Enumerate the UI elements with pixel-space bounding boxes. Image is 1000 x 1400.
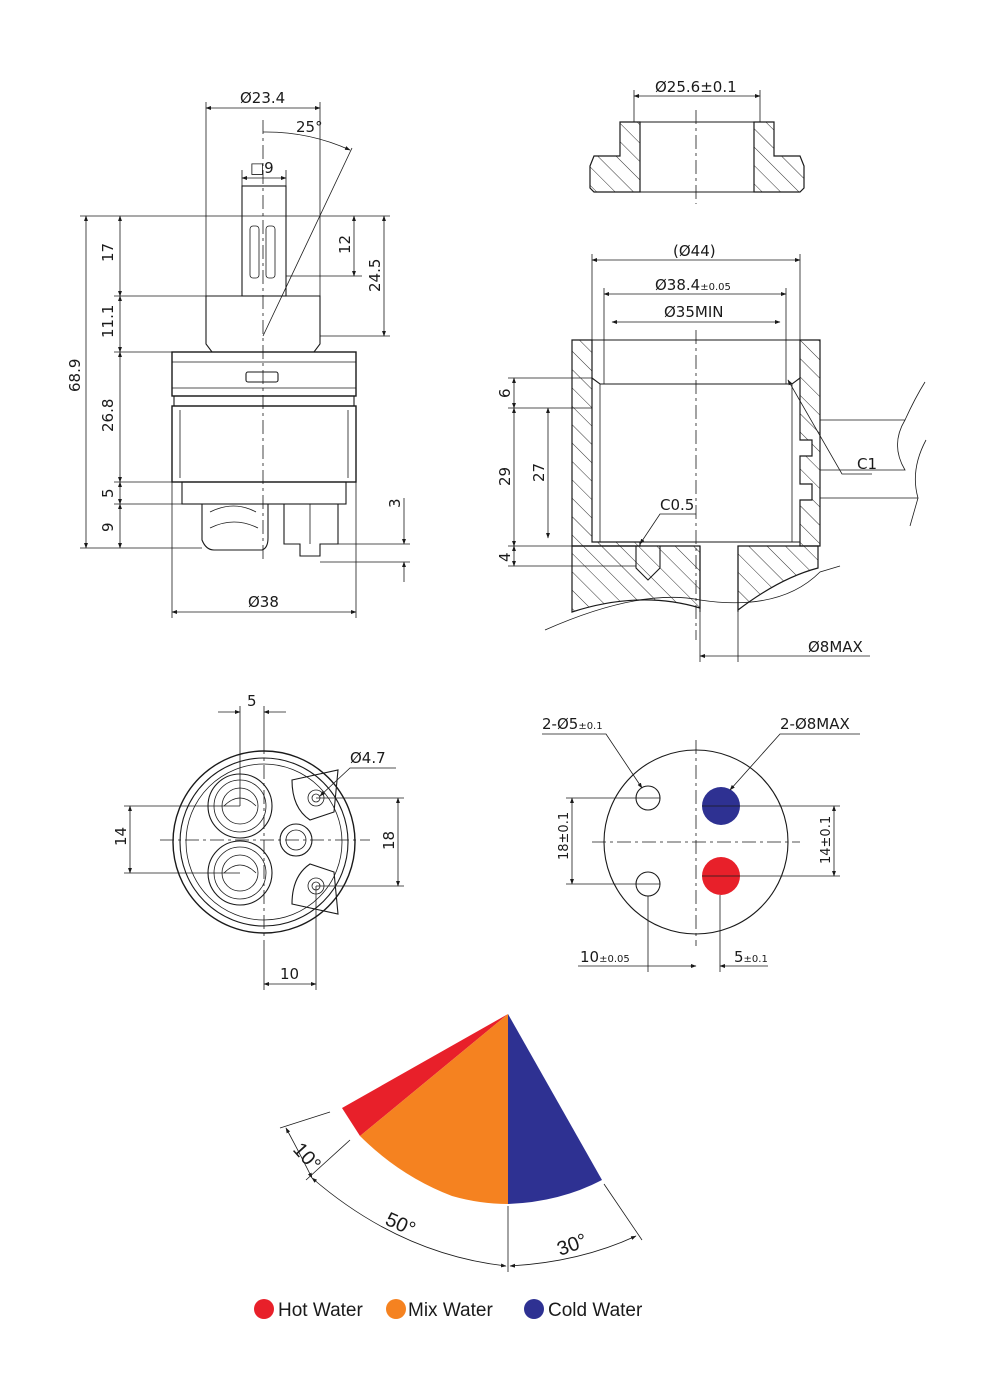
- dim-26-8: 26.8: [99, 399, 117, 432]
- label-holes-5: 2-Ø5±0.1: [542, 715, 603, 733]
- label-chamfer-c05: C0.5: [660, 496, 694, 514]
- cartridge-body: [171, 405, 357, 483]
- dim-5-tol: 5±0.1: [734, 948, 768, 966]
- dim-square-9: □9: [250, 159, 274, 177]
- angle-hot-label: 10°: [288, 1139, 325, 1176]
- legend-dot-cold: [524, 1299, 544, 1319]
- dim-4: 4: [496, 552, 514, 562]
- dim-dia-38: Ø38: [248, 593, 279, 611]
- slot: [245, 371, 279, 383]
- legend: Hot Water Mix Water Cold Water: [254, 1299, 643, 1321]
- dim-14-tol: 14±0.1: [819, 816, 834, 864]
- dim-dia-23-4: Ø23.4: [240, 89, 285, 107]
- dim-angle-25: 25°: [296, 118, 323, 136]
- dim-dia-8-max: Ø8MAX: [808, 638, 863, 656]
- dim-29: 29: [496, 467, 514, 486]
- legend-label-cold: Cold Water: [548, 1300, 643, 1321]
- legend-label-hot: Hot Water: [278, 1300, 363, 1321]
- dim-dia-25-6: Ø25.6±0.1: [655, 78, 737, 96]
- cartridge-head: [171, 351, 357, 397]
- hole-layout: 2-Ø5±0.1 2-Ø8MAX 18±0.1 14±0.1 10±0.05 5…: [542, 715, 860, 972]
- dim-5-bottom-view: 5: [247, 692, 257, 710]
- label-holes-8: 2-Ø8MAX: [780, 715, 850, 733]
- dim-17: 17: [99, 243, 117, 262]
- sector-mix-water: [360, 1014, 508, 1204]
- dim-14-bottom-view: 14: [112, 827, 130, 846]
- legend-item-hot: Hot Water: [254, 1299, 363, 1321]
- seal-right: [283, 504, 339, 557]
- angle-cold-label: 30°: [554, 1230, 590, 1261]
- dim-11-1: 11.1: [99, 305, 117, 338]
- dim-dia-38-4: Ø38.4±0.05: [655, 276, 731, 294]
- sector-hot-water: [342, 1014, 508, 1136]
- angle-mix-label: 50°: [382, 1208, 419, 1240]
- dim-6: 6: [496, 388, 514, 398]
- legend-item-mix: Mix Water: [386, 1299, 493, 1321]
- seal-left: [201, 504, 269, 551]
- side-view: 68.9 17 11.1 26.8 5 9 12 24.5 3 Ø23.4 25…: [66, 89, 410, 618]
- sector-cold-water: [508, 1014, 602, 1204]
- dim-12: 12: [336, 235, 354, 254]
- dim-27: 27: [530, 463, 548, 482]
- dim-dia-35-min: Ø35MIN: [664, 303, 723, 321]
- legend-label-mix: Mix Water: [408, 1300, 493, 1321]
- dim-18-bottom-view: 18: [380, 831, 398, 850]
- dim-10-tol: 10±0.05: [580, 948, 630, 966]
- dim-5: 5: [99, 488, 117, 498]
- dim-3: 3: [386, 498, 404, 508]
- dim-24-5: 24.5: [366, 259, 384, 292]
- dim-dia-4-7: Ø4.7: [350, 749, 386, 767]
- nut-section: Ø25.6±0.1: [589, 78, 805, 204]
- housing-section: (Ø44) Ø38.4±0.05 Ø35MIN 6 29 27 4 C1 C0.…: [496, 242, 927, 662]
- bottom-view: 5 Ø4.7 14 18 10: [112, 692, 404, 990]
- legend-item-cold: Cold Water: [524, 1299, 643, 1321]
- dim-10-bottom-view: 10: [280, 965, 299, 983]
- dim-9: 9: [99, 522, 117, 532]
- legend-dot-mix: [386, 1299, 406, 1319]
- legend-dot-hot: [254, 1299, 274, 1319]
- stem: [241, 185, 287, 297]
- dim-18-tol: 18±0.1: [557, 812, 572, 860]
- label-chamfer-c1: C1: [857, 455, 877, 473]
- rotation-diagram: 10° 50° 30°: [279, 1014, 643, 1272]
- inlet-seal-bottom: [207, 840, 273, 906]
- dim-68-9: 68.9: [66, 359, 84, 392]
- base-ring: [181, 481, 347, 505]
- dim-dia-44: (Ø44): [673, 242, 716, 260]
